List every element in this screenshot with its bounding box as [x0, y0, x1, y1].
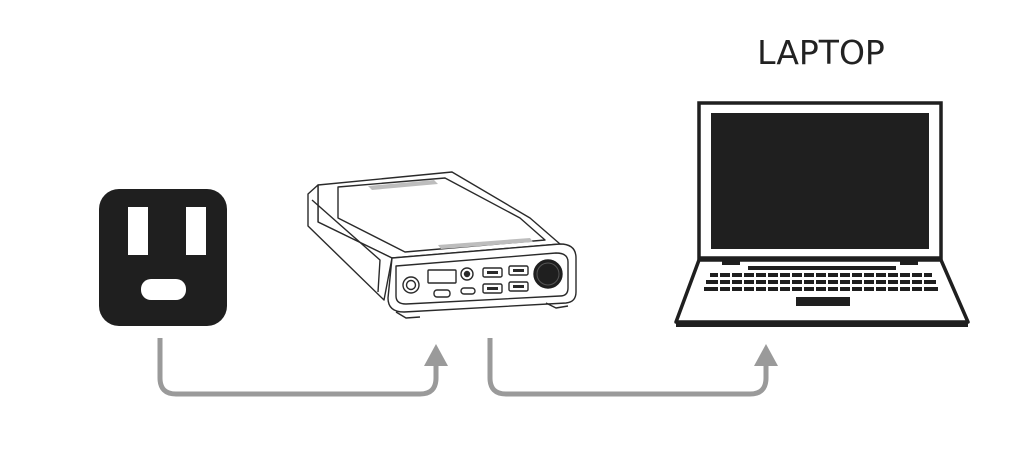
arrow-outlet-to-station	[157, 338, 448, 397]
laptop-keyboard	[704, 266, 938, 291]
power-station-icon	[307, 171, 577, 319]
outlet-icon	[99, 189, 227, 326]
arrow-station-to-laptop	[487, 338, 778, 397]
laptop-icon	[674, 101, 970, 327]
laptop-label: LAPTOP	[757, 33, 885, 72]
